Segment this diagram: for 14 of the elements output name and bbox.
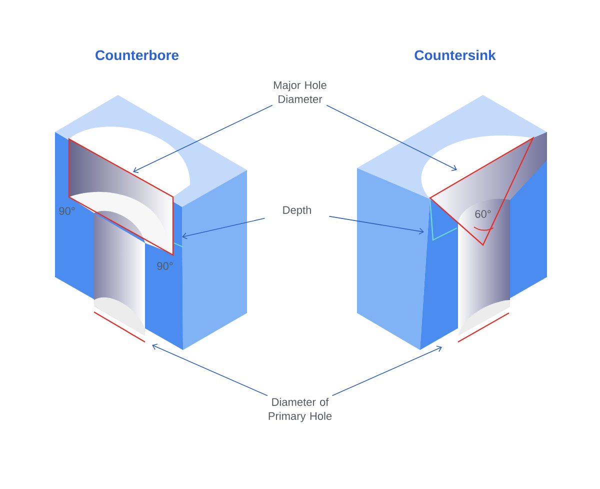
leader-line: [328, 216, 424, 235]
angle-label: 90°: [157, 262, 173, 270]
leader-line: [182, 218, 266, 240]
callout-text: Diameter of Primary Hole: [268, 398, 332, 422]
part-title: Countersink: [414, 50, 496, 60]
leader-line: [133, 104, 273, 174]
leader-line: [332, 346, 442, 396]
leader-line: [152, 344, 268, 396]
part-title: Counterbore: [96, 50, 179, 60]
leader-line: [326, 104, 457, 171]
callout-text: Depth: [283, 206, 311, 216]
callout-text: Major Hole Diameter: [274, 80, 326, 104]
angle-label: 90°: [59, 207, 75, 215]
angle-label: 60°: [475, 210, 491, 218]
